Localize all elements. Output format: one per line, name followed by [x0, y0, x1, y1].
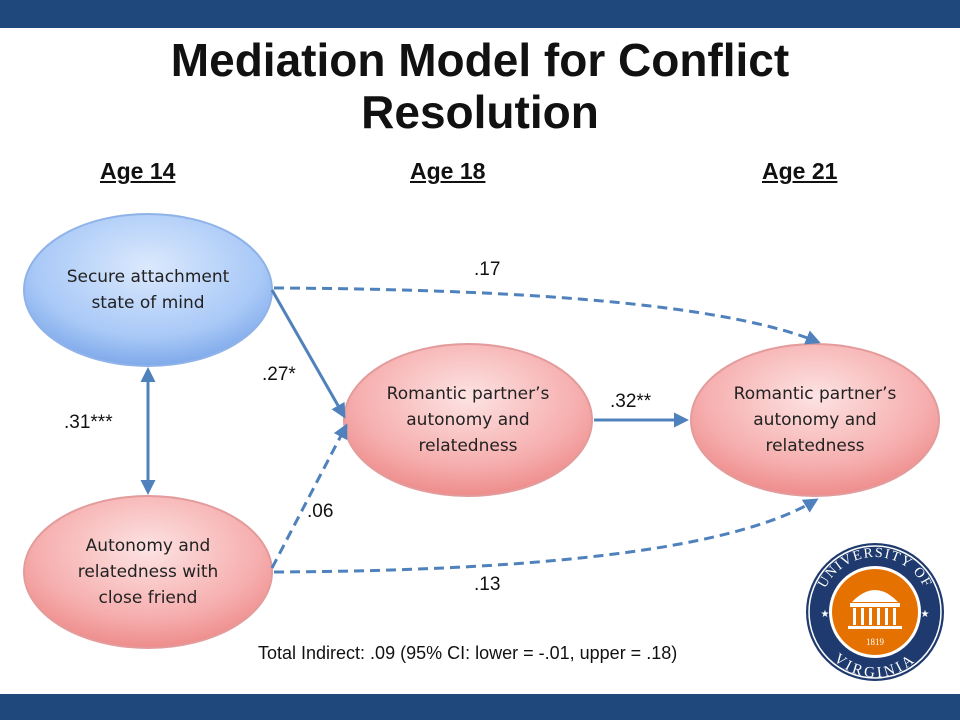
- node-secure-label: Secure attachment state of mind: [66, 267, 230, 313]
- node-friend-autonomy: [23, 495, 273, 649]
- coef-secure-to-partner21: .17: [474, 259, 501, 280]
- arrow-secure-to-partner18: [270, 289, 346, 419]
- arrow-friend-to-partner21: [273, 498, 819, 574]
- node-partner21-label: Romantic partner’s autonomy and relatedn…: [733, 384, 897, 456]
- svg-text:★: ★: [921, 609, 930, 620]
- arrow-secure-to-partner21: [273, 286, 821, 345]
- svg-text:★: ★: [821, 609, 830, 620]
- coef-secure-to-partner18: .27*: [262, 364, 296, 385]
- seal-year: 1819: [866, 637, 885, 647]
- age-21-label: Age 21: [762, 158, 838, 184]
- coef-friend-to-partner18: .06: [307, 501, 334, 522]
- node-friend-label: Autonomy and relatedness with close frie…: [77, 536, 219, 608]
- node-partner-age18: [343, 343, 593, 497]
- arrow-friend-to-partner18: [270, 423, 348, 569]
- coef-friend-to-partner21: .13: [474, 574, 501, 595]
- total-indirect-note: Total Indirect: .09 (95% CI: lower = -.0…: [258, 643, 678, 663]
- university-seal: UNIVERSITY OF VIRGINIA ★ ★ 1819: [806, 543, 944, 681]
- bottom-bar: [0, 694, 960, 720]
- node-partner18-label: Romantic partner’s autonomy and relatedn…: [386, 384, 550, 456]
- top-bar: [0, 0, 960, 28]
- coef-secure-friend-correlation: .31***: [64, 412, 113, 433]
- coef-partner18-to-partner21: .32**: [610, 391, 652, 412]
- age-18-label: Age 18: [410, 158, 486, 184]
- age-14-label: Age 14: [100, 158, 176, 184]
- slide-title: Mediation Model for Conflict Resolution: [170, 34, 790, 138]
